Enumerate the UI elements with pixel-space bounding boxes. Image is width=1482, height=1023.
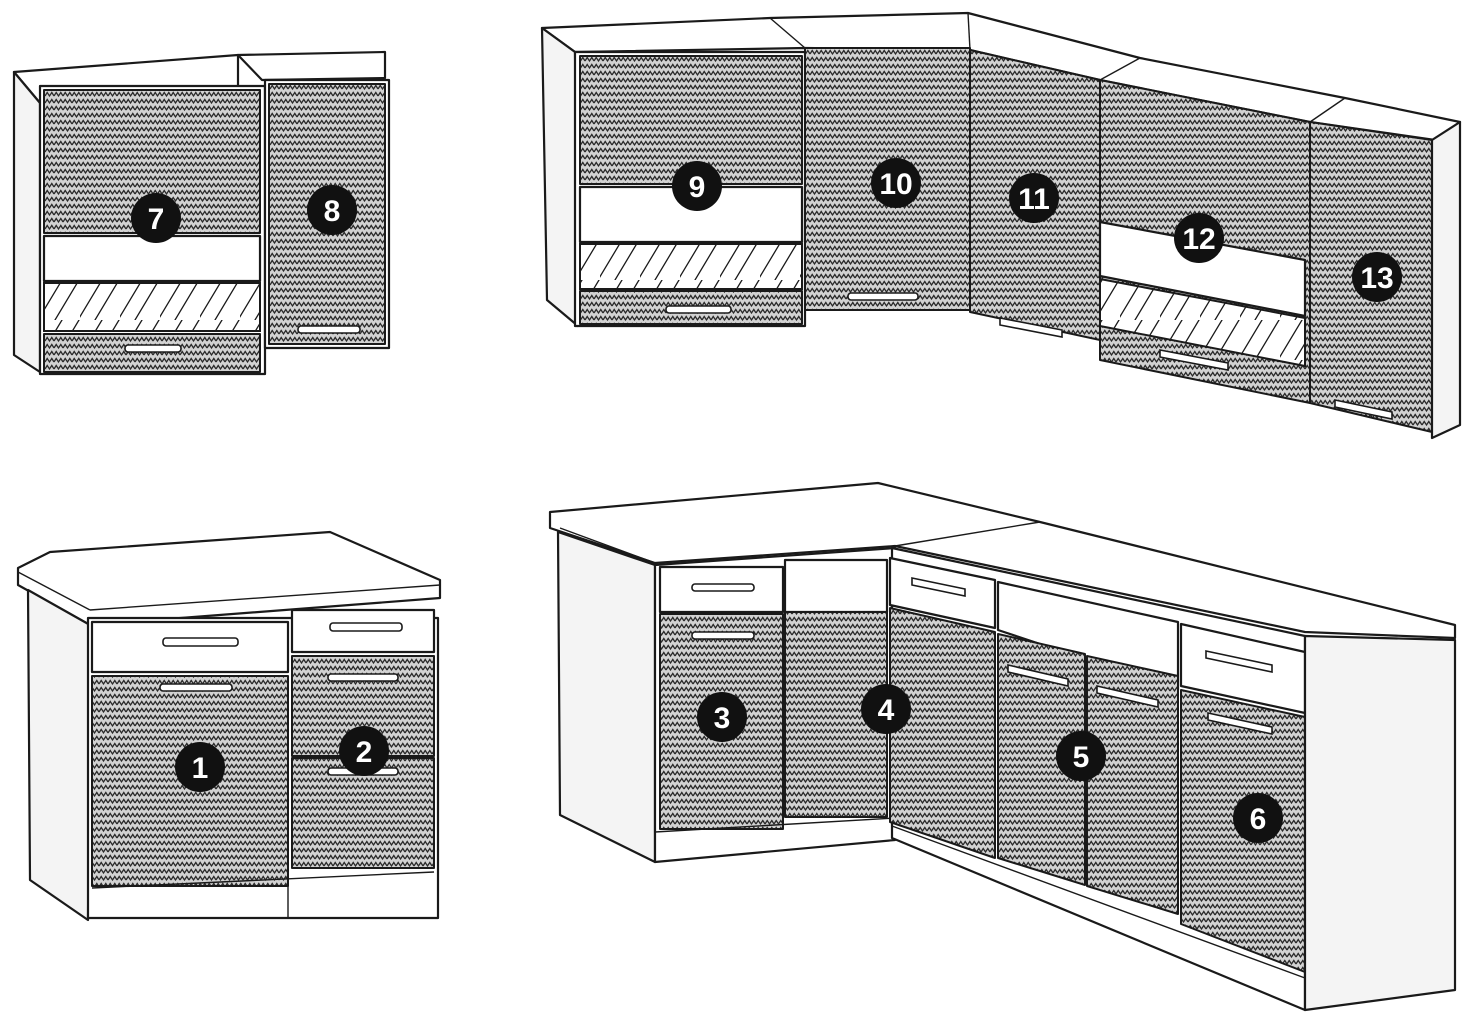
- plinth-4-6-line: [891, 825, 1306, 979]
- label-1: 1: [175, 742, 225, 792]
- label-2-text: 2: [356, 736, 373, 769]
- wall-top-seam-2: [967, 12, 971, 51]
- cabinet-4-top-panel: [783, 558, 889, 614]
- label-13: 13: [1352, 252, 1402, 302]
- plinth-1-2-line: [91, 871, 435, 889]
- label-4: 4: [861, 684, 911, 734]
- label-4-text: 4: [878, 694, 895, 727]
- label-7: 7: [131, 193, 181, 243]
- cabinet-2-lower-door: [291, 757, 435, 869]
- cabinet-12-glass-panel: [1099, 277, 1306, 368]
- cabinet-1-drawer-handle: [162, 637, 239, 647]
- cabinet-7-side: [12, 70, 42, 374]
- cabinet-6-drawer-handle: [1205, 650, 1273, 673]
- cabinet-8-handle: [297, 325, 361, 334]
- cabinet-4-drawer-handle: [911, 577, 966, 597]
- cabinet-5-right-door: [1086, 655, 1179, 915]
- cabinet-4-drawer: [888, 556, 997, 630]
- label-5-text: 5: [1073, 741, 1090, 774]
- label-10-text: 10: [879, 168, 912, 201]
- label-3-text: 3: [714, 702, 731, 735]
- worktop-1-2-front-edge: [89, 584, 441, 611]
- cabinet-7-shelf: [42, 234, 262, 283]
- cabinet-1-drawer: [90, 620, 290, 674]
- cabinet-1-side: [26, 588, 92, 922]
- label-6: 6: [1233, 793, 1283, 843]
- cabinet-9-handle: [665, 305, 732, 314]
- cabinet-11-handle: [999, 317, 1063, 338]
- wall-top-seam-4: [1309, 97, 1346, 123]
- plinth-3-4-line: [654, 817, 896, 833]
- label-badges: 7 8 9 10 11 12 13 1 2 3 4 5 6: [131, 158, 1402, 843]
- label-12: 12: [1174, 213, 1224, 263]
- wall-top-seam-3: [1099, 57, 1141, 81]
- label-3: 3: [697, 692, 747, 742]
- cabinet-6-door-handle: [1207, 712, 1273, 735]
- label-8: 8: [307, 185, 357, 235]
- cabinet-3-side: [556, 530, 657, 864]
- cabinet-7-handle: [124, 344, 182, 353]
- cabinet-7-glass-panel: [43, 282, 261, 332]
- label-13-text: 13: [1360, 262, 1393, 295]
- cabinet-7-bottom-rail: [43, 333, 261, 373]
- wall-cabinet-group-9-13: [540, 11, 1462, 440]
- label-12-text: 12: [1182, 223, 1215, 256]
- cabinet-5-left-handle: [1007, 663, 1069, 688]
- cabinet-2-upper-handle: [327, 673, 399, 682]
- label-9-text: 9: [689, 171, 706, 204]
- label-10: 10: [871, 158, 921, 208]
- cabinet-12-handle: [1159, 349, 1229, 371]
- base-cabinet-group-1-2: [16, 530, 442, 922]
- label-5: 5: [1056, 731, 1106, 781]
- cabinet-3-drawer-handle: [691, 583, 755, 592]
- cabinet-6-side: [1303, 634, 1457, 1012]
- cabinet-2-drawer-handle: [329, 622, 403, 632]
- cabinet-9-glass-panel: [579, 243, 803, 290]
- worktop-1-2-edge: [17, 571, 91, 611]
- cabinet-13-handle: [1334, 399, 1393, 420]
- label-6-text: 6: [1250, 803, 1267, 836]
- cabinet-10-handle: [847, 292, 919, 301]
- cabinet-13-side: [1430, 120, 1462, 440]
- base-cabinet-group-3-6: [548, 481, 1457, 1012]
- wall-top-seam-1: [769, 17, 806, 49]
- worktop-3-6-left-edge: [559, 527, 656, 564]
- cabinet-1-door-handle: [159, 683, 233, 692]
- cabinet-12-shelf: [1098, 220, 1307, 318]
- label-1-text: 1: [192, 752, 209, 785]
- label-2: 2: [339, 726, 389, 776]
- label-9: 9: [672, 161, 722, 211]
- cabinet-9-side: [540, 26, 580, 328]
- worktop-corner-seam: [894, 521, 1041, 547]
- label-7-text: 7: [148, 203, 165, 236]
- worktop-3-6: [548, 481, 1457, 640]
- cabinet-3-door-handle: [691, 631, 755, 640]
- label-11: 11: [1009, 173, 1059, 223]
- cabinet-5-left-door: [997, 633, 1086, 886]
- cabinet-5-right-handle: [1096, 684, 1159, 709]
- cabinet-8-top: [236, 50, 387, 82]
- cabinet-4-door: [889, 607, 996, 859]
- label-8-text: 8: [324, 195, 341, 228]
- label-11-text: 11: [1018, 183, 1050, 216]
